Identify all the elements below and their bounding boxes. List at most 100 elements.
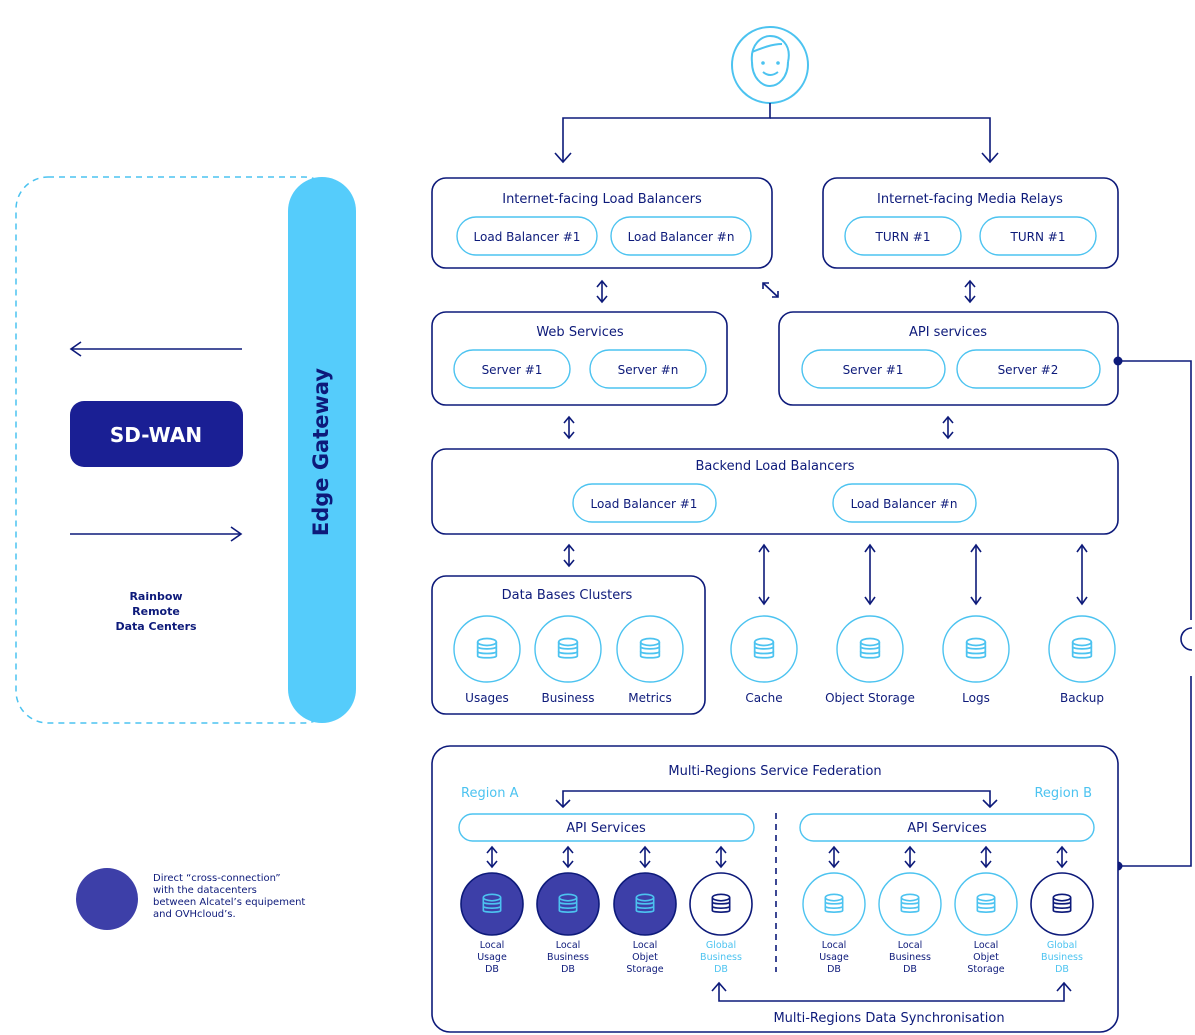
region-b-objet-storage-icon — [954, 872, 1018, 936]
object-storage-icon — [836, 615, 904, 683]
web-server-1-pill — [453, 349, 571, 389]
region-a-objet-storage-icon — [613, 872, 677, 936]
region-a-business-db-l2: Business — [547, 952, 589, 963]
internet-lb-1-label: Load Balancer #1 — [474, 230, 581, 244]
remote-label-3: Data Centers — [115, 620, 197, 633]
region-b-business-db-l1: Local — [898, 940, 923, 951]
internet-lb-1-pill — [456, 216, 598, 256]
region-b-global-l2: Business — [1041, 952, 1083, 963]
region-b-label: Region B — [1034, 786, 1092, 801]
media-relays-title: Internet-facing Media Relays — [877, 192, 1063, 207]
remote-label-1: Rainbow — [129, 590, 182, 603]
backend-lb-n-pill — [832, 483, 977, 523]
region-a-business-db-l1: Local — [556, 940, 581, 951]
federation-title: Multi-Regions Service Federation — [668, 764, 881, 779]
edge-gateway-bar — [288, 177, 356, 723]
region-b-usage-db-l1: Local — [822, 940, 847, 951]
legend-swatch — [76, 868, 138, 930]
federation-box — [431, 745, 1119, 1033]
region-a-business-db-l3: DB — [561, 964, 575, 975]
api-server-1-label: Server #1 — [843, 363, 904, 377]
region-b-objet-l2: Objet — [973, 952, 999, 963]
object-storage-label: Object Storage — [825, 691, 915, 705]
region-a-objet-l3: Storage — [626, 964, 663, 975]
turn-2-label: TURN #1 — [1010, 230, 1066, 244]
db-clusters-title: Data Bases Clusters — [502, 588, 633, 603]
region-a-objet-l1: Local — [633, 940, 658, 951]
region-b-global-db-icon — [1030, 872, 1094, 936]
remote-label-2: Remote — [132, 605, 180, 618]
legend-line-4: and OVHcloud’s. — [153, 909, 236, 920]
api-server-2-label: Server #2 — [998, 363, 1059, 377]
left-arrow-out — [69, 341, 242, 357]
region-b-business-db-icon — [878, 872, 942, 936]
turn-1-label: TURN #1 — [875, 230, 931, 244]
backend-lb-title: Backend Load Balancers — [695, 459, 854, 474]
region-a-label: Region A — [461, 786, 519, 801]
backup-icon — [1048, 615, 1116, 683]
backend-lb-1-pill — [572, 483, 717, 523]
db-usages-label: Usages — [465, 691, 509, 705]
cache-label: Cache — [745, 691, 782, 705]
legend-line-2: with the datacenters — [153, 885, 257, 896]
connector-arrows-row1 — [596, 279, 976, 304]
region-a-global-l1: Global — [706, 940, 736, 951]
backend-lb-1-label: Load Balancer #1 — [591, 497, 698, 511]
edge-gateway-label: Edge Gateway — [309, 368, 333, 537]
internet-lb-n-pill — [610, 216, 752, 256]
turn-2-pill — [979, 216, 1097, 256]
connector-arrows-row3 — [563, 543, 1088, 606]
region-b-objet-l3: Storage — [967, 964, 1004, 975]
region-a-global-l3: DB — [714, 964, 728, 975]
federation-api-arrows — [486, 845, 1068, 869]
region-b-global-l3: DB — [1055, 964, 1069, 975]
db-business-label: Business — [542, 691, 595, 705]
legend-line-1: Direct “cross-connection” — [153, 873, 281, 884]
sync-label: Multi-Regions Data Synchronisation — [773, 1011, 1004, 1026]
connector-arrows-row2 — [563, 415, 954, 440]
web-server-n-pill — [589, 349, 707, 389]
web-server-1-label: Server #1 — [482, 363, 543, 377]
region-a-usage-db-l2: Usage — [477, 952, 507, 963]
db-metrics-icon — [616, 615, 684, 683]
federation-arrow — [555, 790, 998, 809]
region-a-usage-db-l1: Local — [480, 940, 505, 951]
left-arrow-in — [70, 526, 243, 542]
sdwan-box — [70, 401, 243, 467]
region-a-api-label: API Services — [566, 821, 646, 836]
region-b-global-l1: Global — [1047, 940, 1077, 951]
sdwan-label: SD-WAN — [110, 423, 202, 447]
user-avatar-icon — [731, 26, 809, 104]
turn-1-pill — [844, 216, 962, 256]
region-b-business-db-l3: DB — [903, 964, 917, 975]
db-metrics-label: Metrics — [628, 691, 672, 705]
internet-lb-n-label: Load Balancer #n — [628, 230, 735, 244]
user-split-arrows — [554, 103, 999, 164]
region-b-api-pill — [799, 813, 1095, 842]
region-a-usage-db-l3: DB — [485, 964, 499, 975]
region-a-api-pill — [458, 813, 755, 842]
api-server-2-pill — [956, 349, 1101, 389]
region-a-global-db-icon — [689, 872, 753, 936]
cross-connection-line — [1113, 356, 1193, 871]
web-server-n-label: Server #n — [618, 363, 679, 377]
region-b-api-label: API Services — [907, 821, 987, 836]
backend-lb-n-label: Load Balancer #n — [851, 497, 958, 511]
api-services-title: API services — [909, 325, 987, 340]
region-b-objet-l1: Local — [974, 940, 999, 951]
region-a-objet-l2: Objet — [632, 952, 658, 963]
internet-lb-title: Internet-facing Load Balancers — [502, 192, 702, 207]
logs-label: Logs — [962, 691, 990, 705]
region-b-usage-db-l2: Usage — [819, 952, 849, 963]
legend-line-3: between Alcatel’s equipement — [153, 897, 305, 908]
logs-icon — [942, 615, 1010, 683]
cache-icon — [730, 615, 798, 683]
web-services-title: Web Services — [536, 325, 624, 340]
region-a-global-l2: Business — [700, 952, 742, 963]
region-b-usage-db-icon — [802, 872, 866, 936]
db-usages-icon — [453, 615, 521, 683]
region-a-business-db-icon — [536, 872, 600, 936]
api-server-1-pill — [801, 349, 946, 389]
sync-arrow — [711, 981, 1072, 1002]
